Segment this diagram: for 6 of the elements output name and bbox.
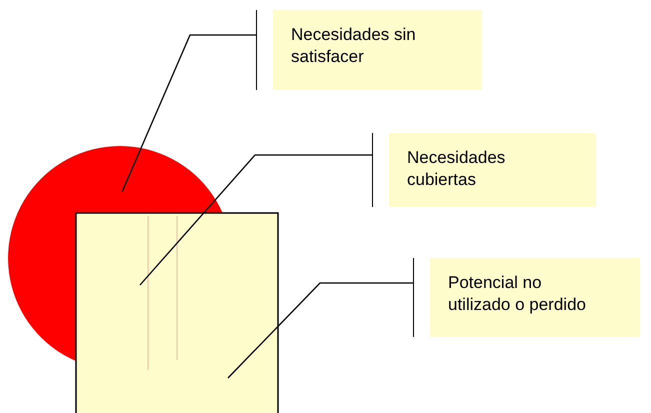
callout-label: Necesidades cubiertas	[372, 133, 596, 207]
callout-label: Necesidades sin satisfacer	[256, 10, 482, 90]
leader-line	[228, 282, 413, 378]
callout-label: Potencial no utilizado o perdido	[413, 258, 640, 337]
leader-line	[140, 154, 372, 286]
leader-line	[121, 34, 256, 192]
